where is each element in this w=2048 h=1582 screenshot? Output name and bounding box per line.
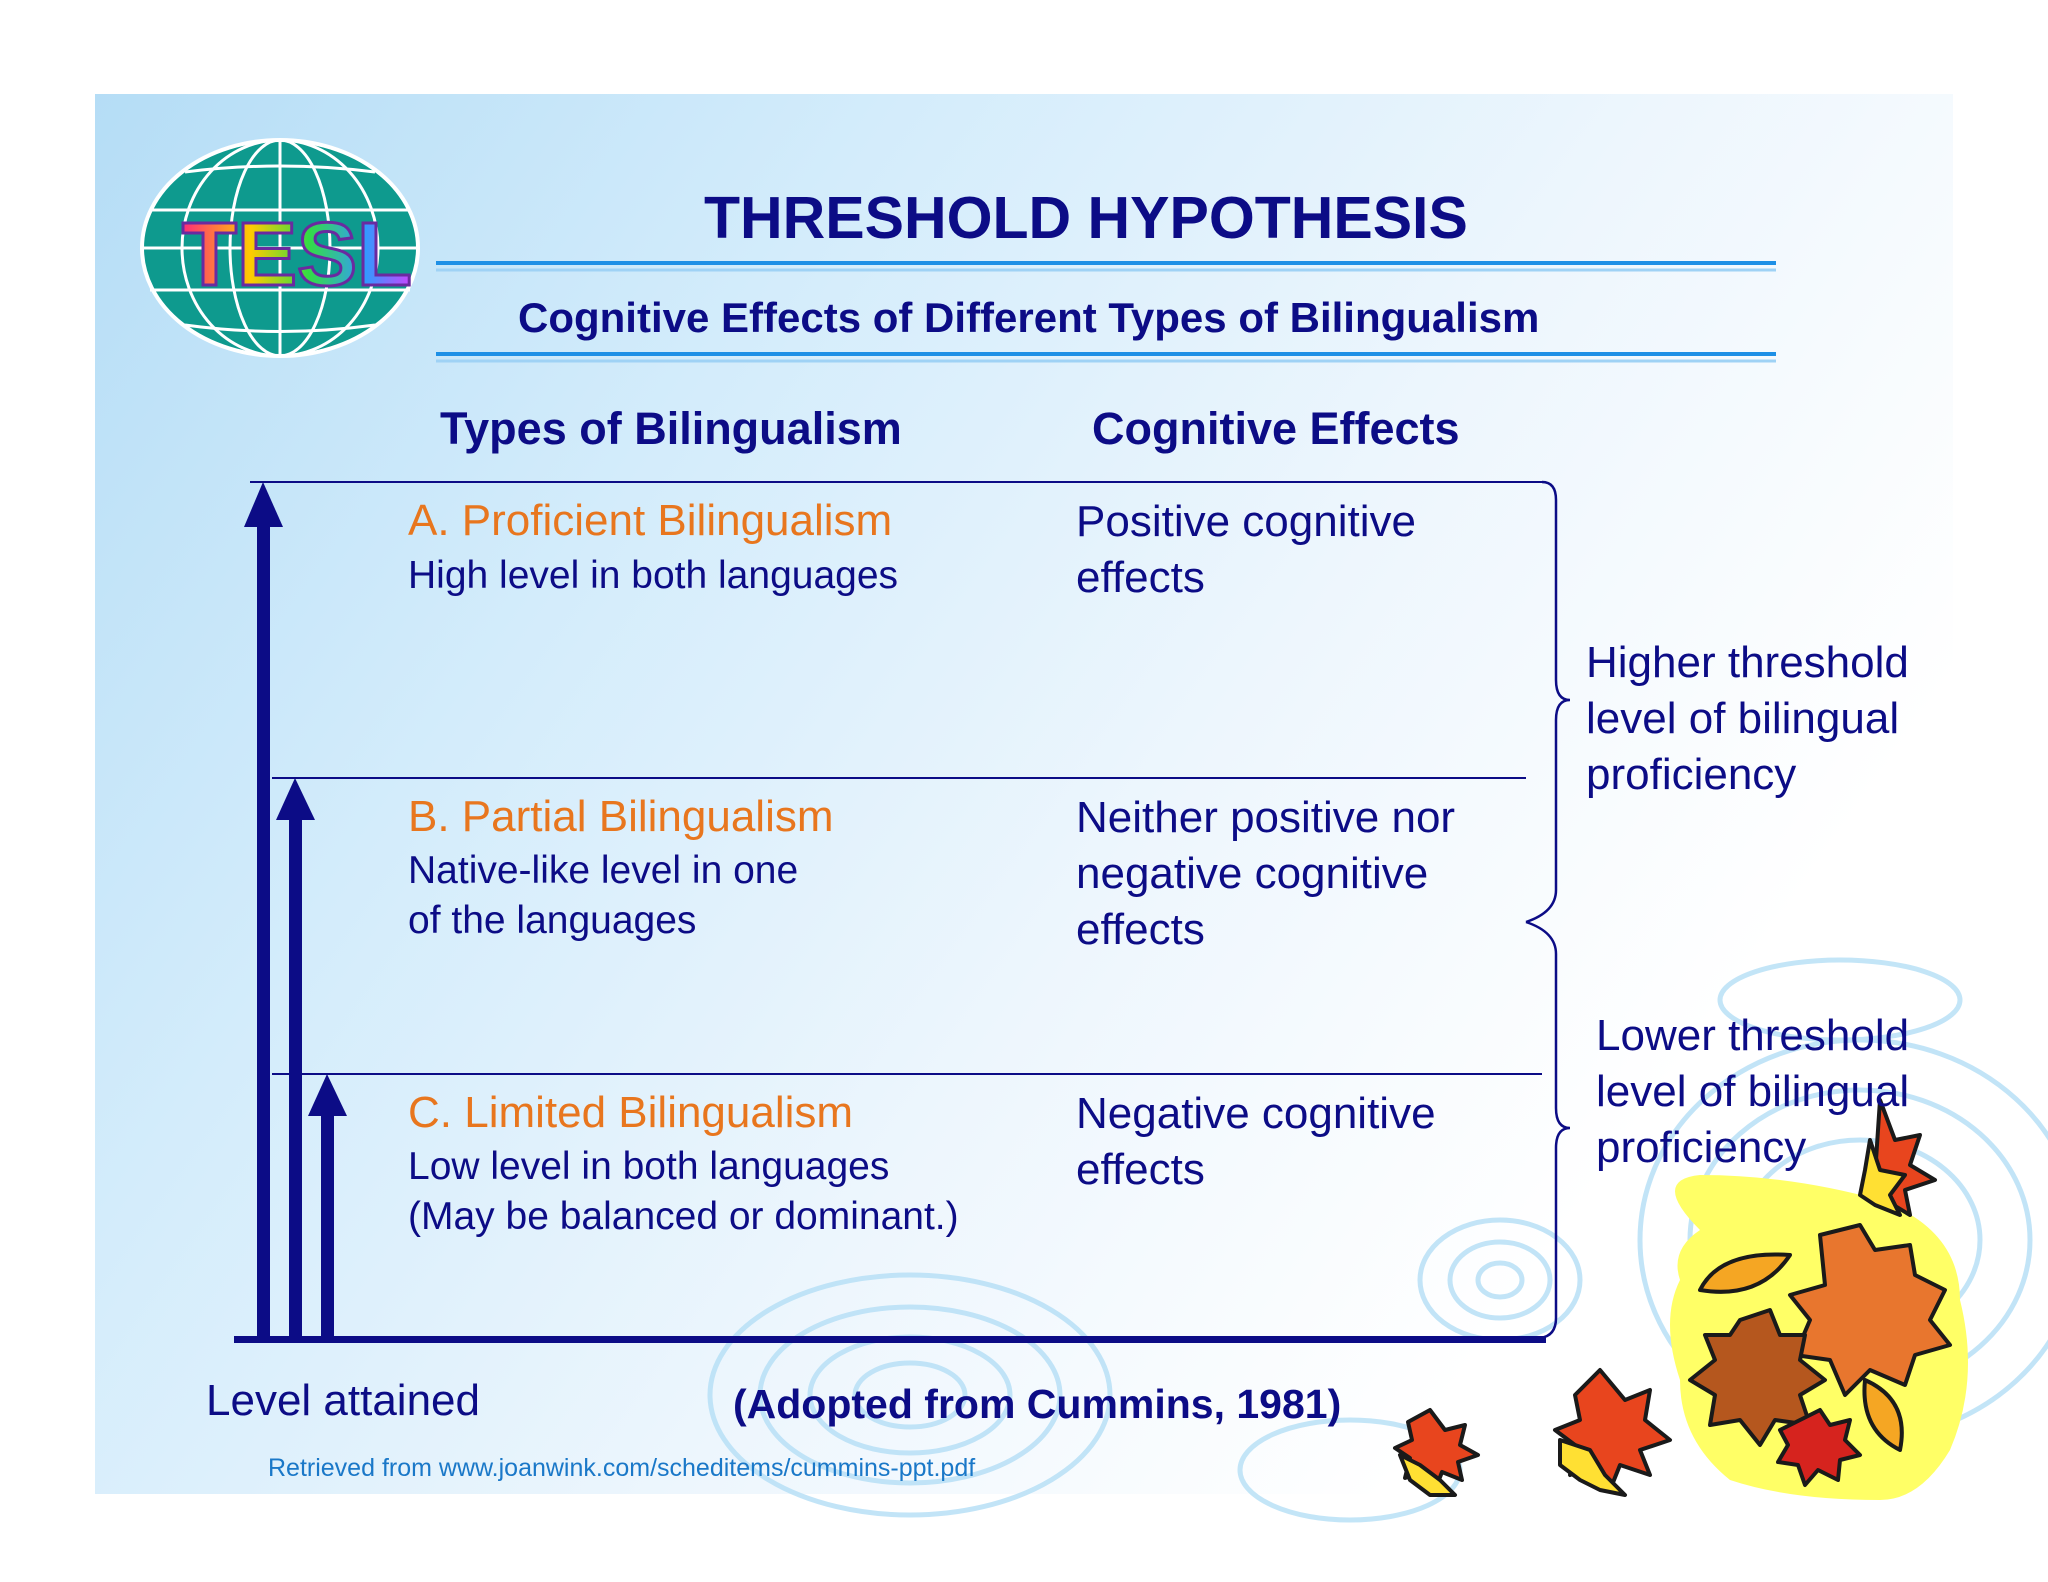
level-a-name: A. Proficient Bilingualism xyxy=(408,496,893,545)
lower-threshold-label: Lower threshold level of bilingual profi… xyxy=(1596,1011,1910,1172)
level-b-effect: Neither positive nor negative cognitive … xyxy=(1076,793,1456,954)
level-arrows xyxy=(234,482,1546,1343)
title-rules xyxy=(436,261,1776,363)
column-header-effects: Cognitive Effects xyxy=(1092,403,1460,454)
svg-text:TESL: TESL xyxy=(182,205,412,305)
level-c-description: Low level in both languages (May be bala… xyxy=(408,1145,959,1238)
arrow-c-icon xyxy=(308,1074,347,1341)
level-c-name: C. Limited Bilingualism xyxy=(408,1088,854,1137)
level-a-effect: Positive cognitive effects xyxy=(1076,497,1416,602)
swirl-decoration-icon xyxy=(707,957,2048,1523)
baseline-axis xyxy=(234,1336,1546,1343)
page-subtitle: Cognitive Effects of Different Types of … xyxy=(518,294,1540,341)
level-c-effect: Negative cognitive effects xyxy=(1076,1089,1436,1194)
column-header-types: Types of Bilingualism xyxy=(440,403,902,454)
page-title: THRESHOLD HYPOTHESIS xyxy=(704,185,1468,251)
level-a-description: High level in both languages xyxy=(408,554,899,597)
arrow-b-icon xyxy=(276,778,315,1341)
level-separators xyxy=(250,481,1542,1075)
higher-threshold-label: Higher threshold level of bilingual prof… xyxy=(1586,638,1909,799)
citation: (Adopted from Cummins, 1981) xyxy=(733,1381,1342,1427)
level-b-name: B. Partial Bilingualism xyxy=(408,792,834,841)
source-link[interactable]: Retrieved from www.joanwink.com/schedite… xyxy=(268,1454,976,1482)
globe-logo-icon: TESL xyxy=(140,138,420,358)
level-b-description: Native-like level in one of the language… xyxy=(408,849,799,942)
autumn-leaves-icon xyxy=(1393,1098,1968,1500)
threshold-braces xyxy=(1525,480,1571,1340)
arrow-a-icon xyxy=(244,482,283,1341)
axis-label: Level attained xyxy=(206,1376,480,1425)
